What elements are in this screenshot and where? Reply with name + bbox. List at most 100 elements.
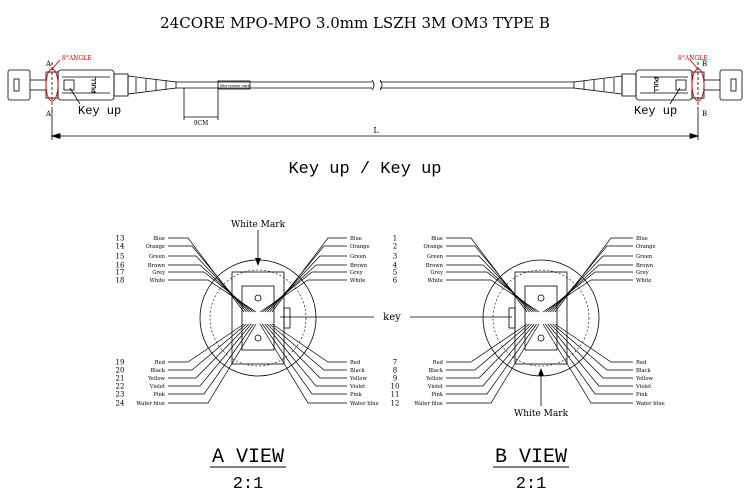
fiber-color-label: White	[428, 278, 444, 284]
fiber-color-label: Water blue	[136, 401, 165, 407]
fiber-color-label: Pink	[350, 392, 362, 398]
left-boot	[127, 75, 177, 95]
fiber-color-label: Violet	[635, 384, 652, 390]
fiber-color-label: Red	[636, 360, 647, 366]
guide-pin-hole-bottom	[254, 334, 262, 342]
fiber-line	[168, 323, 250, 379]
fiber-color-label: Black	[150, 368, 165, 374]
key-label: key	[383, 312, 401, 323]
fiber-number-label: 10	[391, 383, 400, 391]
fiber-line	[554, 323, 633, 363]
fiber-line	[168, 237, 245, 313]
fiber-color-label: Grey	[430, 270, 443, 276]
fiber-number-label: 21	[116, 375, 125, 383]
fiber-number-label: 13	[116, 235, 125, 243]
fiber-color-label: White	[350, 278, 366, 284]
fiber-line	[269, 323, 347, 371]
fiber-color-label: Red	[350, 360, 361, 366]
end-b-label-bottom: B	[702, 110, 707, 118]
fiber-line	[266, 323, 347, 379]
fiber-color-label: Yellow	[349, 376, 367, 382]
fiber-color-label: Yellow	[635, 376, 653, 382]
fiber-line	[259, 323, 347, 404]
left-connector-housing	[57, 69, 115, 101]
fiber-line	[552, 323, 633, 371]
view-title: A VIEW	[212, 446, 284, 469]
key-tab	[508, 307, 516, 329]
fiber-number-label: 7	[393, 359, 397, 367]
fiber-color-label: Black	[428, 368, 443, 374]
fiber-color-label: Red	[433, 360, 444, 366]
cable-break-right	[379, 79, 383, 91]
fiber-color-label: Black	[350, 368, 365, 374]
inner-ring	[492, 269, 590, 367]
fiber-line	[542, 279, 633, 313]
white-mark-label-a: White Mark	[231, 220, 286, 230]
fiber-number-label: 4	[393, 262, 398, 270]
fiber-line	[446, 323, 540, 404]
left-dust-cap	[7, 69, 31, 101]
fiber-number-label: 17	[116, 269, 125, 277]
fiber-color-label: Yellow	[147, 376, 165, 382]
fiber-line	[446, 271, 537, 313]
right-key-up-leader	[669, 87, 681, 105]
fiber-line	[446, 279, 540, 313]
left-pull-label: PULL	[92, 77, 98, 93]
right-angle-label: 8°ANGLE	[678, 55, 708, 62]
right-boot-collar	[621, 73, 637, 97]
fiber-number-label: 2	[393, 243, 397, 251]
fiber-color-label: Orange	[636, 244, 656, 250]
fiber-number-label: 5	[393, 269, 397, 277]
fiber-color-label: Green	[350, 254, 367, 260]
fiber-color-label: Violet	[427, 384, 444, 390]
fiber-number-label: 1	[393, 235, 397, 243]
fiber-number-label: 15	[116, 253, 125, 261]
left-boot-collar	[113, 73, 129, 97]
right-angle-leader	[689, 59, 699, 70]
left-angle-leader	[51, 59, 61, 70]
fiber-line	[168, 323, 245, 363]
fiber-color-label: Orange	[423, 244, 443, 250]
fiber-color-label: Green	[149, 254, 166, 260]
fiber-number-label: 12	[391, 400, 400, 408]
fiber-number-label: 22	[116, 383, 125, 391]
fiber-line	[168, 271, 254, 313]
left-key-window	[63, 79, 75, 91]
fiber-number-label: 19	[116, 359, 125, 367]
wire-number-mark-box	[217, 80, 251, 90]
drawing-title: 24CORE MPO-MPO 3.0mm LSZH 3M OM3 TYPE B	[160, 14, 550, 32]
white-mark-arrow-a	[255, 258, 261, 266]
right-boot	[573, 75, 623, 95]
right-cap-slot	[730, 78, 737, 92]
guide-pin-hole-top	[254, 294, 262, 302]
right-dust-cap	[719, 69, 743, 101]
fiber-number-label: 20	[116, 367, 125, 375]
fiber-color-label: Green	[427, 254, 444, 260]
fiber-line	[549, 323, 633, 379]
fiber-line	[271, 237, 347, 313]
view-a: Blue13Orange14Green15Brown16Grey17White1…	[116, 235, 400, 495]
end-b-label-top: B	[702, 60, 707, 68]
end-a-label-top: A	[45, 60, 52, 68]
fiber-line	[168, 323, 252, 387]
fiber-color-label: Brown	[350, 263, 368, 269]
fiber-color-label: Orange	[145, 244, 165, 250]
fiber-views: Blue13Orange14Green15Brown16Grey17White1…	[116, 235, 665, 495]
right-pull-label: PULL	[652, 77, 658, 93]
fiber-color-label: Grey	[636, 270, 649, 276]
left-key-up-leader	[69, 87, 81, 105]
fiber-color-label: Blue	[636, 236, 648, 242]
fiber-number-label: 14	[116, 243, 125, 251]
fiber-color-label: White	[636, 278, 652, 284]
right-key-window	[675, 79, 687, 91]
length-arrow-left	[50, 132, 61, 140]
fiber-color-label: Pink	[636, 392, 648, 398]
fiber-color-label: Yellow	[425, 376, 443, 382]
view-title: B VIEW	[495, 446, 567, 469]
end-a-label-bottom: A	[45, 110, 52, 118]
fiber-color-label: Violet	[349, 384, 366, 390]
fiber-color-label: Brown	[148, 263, 166, 269]
fiber-color-label: Black	[636, 368, 651, 374]
guide-pin-hole-bottom	[537, 334, 545, 342]
